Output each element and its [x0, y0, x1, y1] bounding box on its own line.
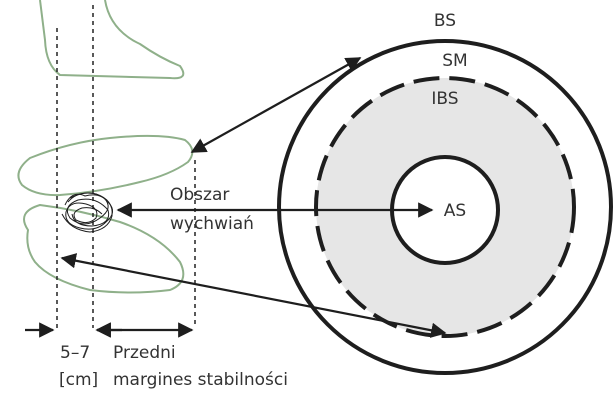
sm-label: SM: [442, 51, 467, 71]
anterior-margin-label-line1: Przedni: [113, 343, 176, 363]
feet-illustration: [18, 0, 192, 293]
sway-area-label-line1: Obszar: [170, 185, 229, 205]
ibs-label: IBS: [431, 89, 458, 109]
sway-area-label-line2: wychwiań: [170, 214, 254, 234]
right-foot-outline: [24, 205, 183, 293]
bs-label: BS: [434, 11, 456, 31]
as-label: AS: [444, 201, 466, 221]
width-unit-label: [cm]: [59, 370, 98, 390]
width-value-label: 5–7: [60, 343, 90, 363]
left-foot-outline: [18, 136, 192, 195]
anterior-margin-label-line2: margines stabilności: [113, 370, 288, 390]
side-view-foot-outline: [40, 0, 183, 78]
